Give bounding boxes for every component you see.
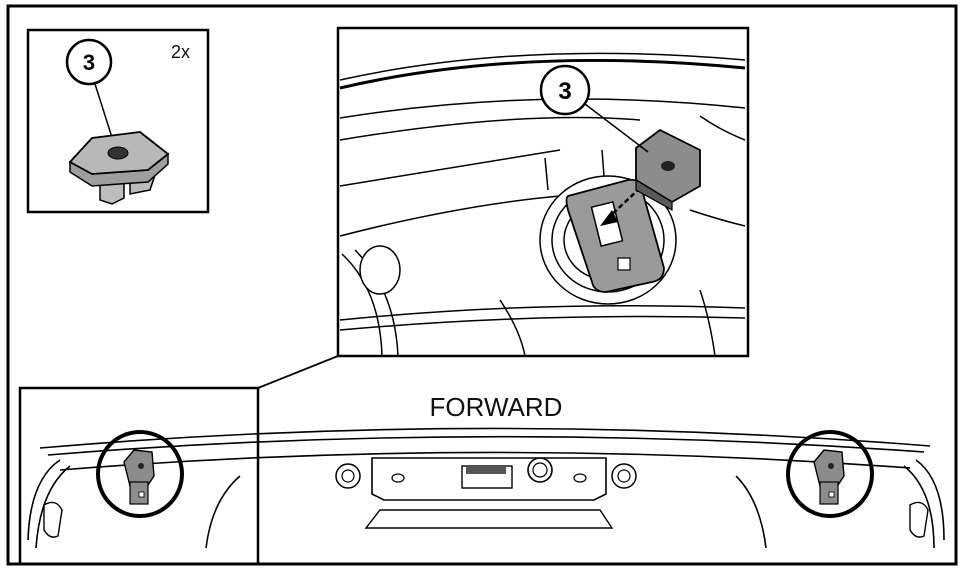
inset-callout-number: 3 <box>83 50 95 75</box>
install-arrow <box>600 187 641 226</box>
part-inset: 2x 3 <box>26 28 210 214</box>
detail-callout-number: 3 <box>558 78 571 105</box>
outer-frame <box>6 4 958 566</box>
right-mount-highlight <box>786 430 874 518</box>
quantity-label: 2x <box>171 42 190 62</box>
center-bracket <box>364 457 614 529</box>
zoom-connector-line <box>257 355 339 389</box>
detail-callout-circle <box>539 64 591 116</box>
detail-inset: 3 <box>336 26 750 358</box>
grommet-right <box>611 463 637 489</box>
overview-view: FORWARD <box>18 386 945 566</box>
inset-callout-circle <box>65 38 113 86</box>
grommet-left <box>335 463 361 489</box>
panel-hole <box>359 245 401 295</box>
forward-label: FORWARD <box>430 392 563 422</box>
left-mount-highlight <box>96 430 184 518</box>
nut-detail <box>635 128 701 212</box>
hex-nut-part <box>68 131 170 205</box>
zoom-source-box <box>18 386 260 566</box>
detail-callout-leader <box>584 103 649 153</box>
